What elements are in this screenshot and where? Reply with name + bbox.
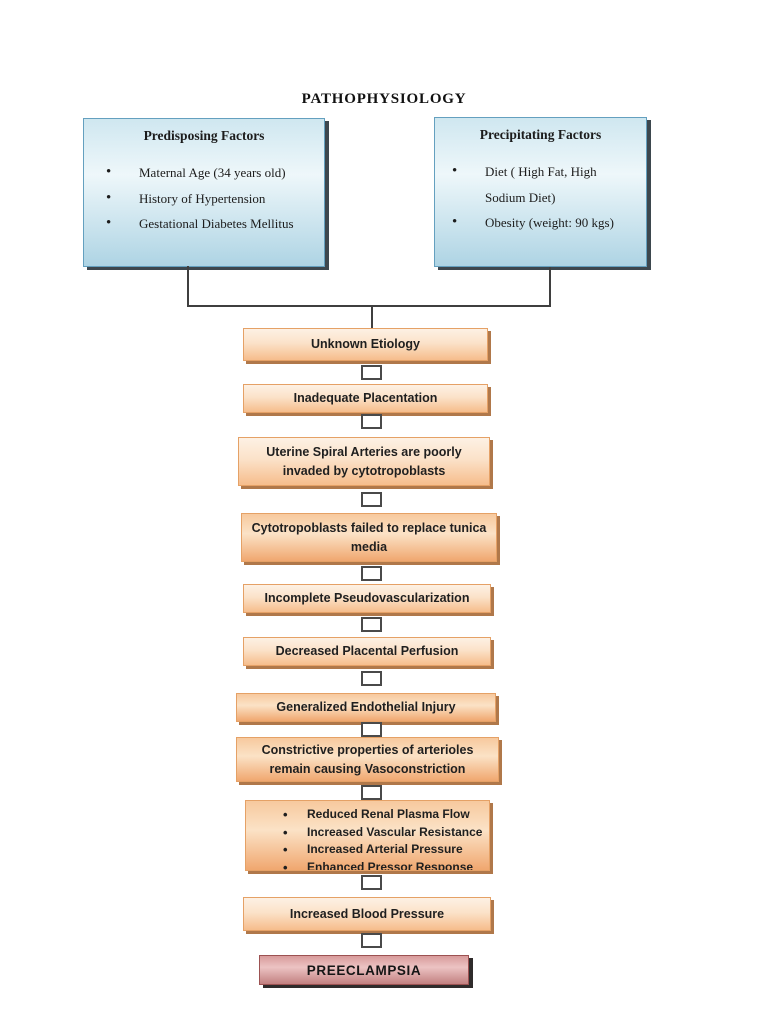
flow-step-label: Uterine Spiral Arteries are poorly invad… bbox=[266, 444, 462, 478]
flow-bullet-list: Reduced Renal Plasma Flow Increased Vasc… bbox=[252, 806, 483, 871]
precipitating-factors-title: Precipitating Factors bbox=[479, 127, 602, 142]
list-item: Increased Arterial Pressure bbox=[283, 841, 483, 859]
connector-square bbox=[361, 365, 382, 380]
list-item: Obesity (weight: 90 kgs) bbox=[452, 210, 638, 236]
connector-line bbox=[187, 305, 551, 307]
predisposing-factors-title: Predisposing Factors bbox=[143, 128, 265, 143]
flow-step-box: Uterine Spiral Arteries are poorly invad… bbox=[238, 437, 490, 486]
connector-square bbox=[361, 566, 382, 581]
connector-square bbox=[361, 933, 382, 948]
flow-step-box: Unknown Etiology bbox=[243, 328, 488, 361]
flow-step-label: Generalized Endothelial Injury bbox=[276, 700, 456, 714]
predisposing-factors-box: Predisposing Factors Maternal Age (34 ye… bbox=[83, 118, 325, 267]
connector-square bbox=[361, 414, 382, 429]
page-title: PATHOPHYSIOLOGY bbox=[301, 91, 467, 107]
connector-square bbox=[361, 617, 382, 632]
flow-step-label: Inadequate Placentation bbox=[293, 391, 438, 405]
predisposing-factors-list: Maternal Age (34 years old) History of H… bbox=[84, 160, 318, 237]
precipitating-factors-box: Precipitating Factors Diet ( High Fat, H… bbox=[434, 117, 647, 267]
flow-step-box: Reduced Renal Plasma Flow Increased Vasc… bbox=[245, 800, 490, 871]
connector-line bbox=[549, 267, 551, 306]
list-item: History of Hypertension bbox=[106, 186, 318, 212]
connector-square bbox=[361, 785, 382, 800]
connector-line bbox=[371, 306, 373, 328]
connector-square bbox=[361, 492, 382, 507]
flow-step-label: Constrictive properties of arterioles re… bbox=[261, 742, 474, 776]
flow-step-label: Unknown Etiology bbox=[310, 337, 421, 351]
flow-step-label: Decreased Placental Perfusion bbox=[275, 644, 459, 658]
flow-step-label: Increased Blood Pressure bbox=[289, 906, 445, 921]
outcome-label: PREECLAMPSIA bbox=[306, 962, 422, 978]
flow-step-box: Generalized Endothelial Injury bbox=[236, 693, 496, 722]
outcome-box: PREECLAMPSIA bbox=[259, 955, 469, 985]
connector-square bbox=[361, 722, 382, 737]
flow-step-box: Incomplete Pseudovascularization bbox=[243, 584, 491, 613]
list-item: Enhanced Pressor Response bbox=[283, 859, 483, 871]
precipitating-factors-list: Diet ( High Fat, High Sodium Diet) Obesi… bbox=[435, 159, 638, 236]
list-item: Diet ( High Fat, High Sodium Diet) bbox=[452, 159, 638, 210]
list-item: Gestational Diabetes Mellitus bbox=[106, 211, 318, 237]
flow-step-box: Constrictive properties of arterioles re… bbox=[236, 737, 499, 782]
list-item: Maternal Age (34 years old) bbox=[106, 160, 318, 186]
flow-step-box: Increased Blood Pressure bbox=[243, 897, 491, 931]
flow-step-label: Incomplete Pseudovascularization bbox=[264, 591, 470, 605]
flow-step-box: Inadequate Placentation bbox=[243, 384, 488, 413]
flow-step-box: Cytotropoblasts failed to replace tunica… bbox=[241, 513, 497, 562]
list-item: Reduced Renal Plasma Flow bbox=[283, 806, 483, 824]
list-item: Increased Vascular Resistance bbox=[283, 824, 483, 842]
flow-step-box: Decreased Placental Perfusion bbox=[243, 637, 491, 666]
flow-step-label: Cytotropoblasts failed to replace tunica… bbox=[251, 520, 487, 554]
connector-line bbox=[187, 266, 189, 306]
connector-square bbox=[361, 671, 382, 686]
connector-square bbox=[361, 875, 382, 890]
